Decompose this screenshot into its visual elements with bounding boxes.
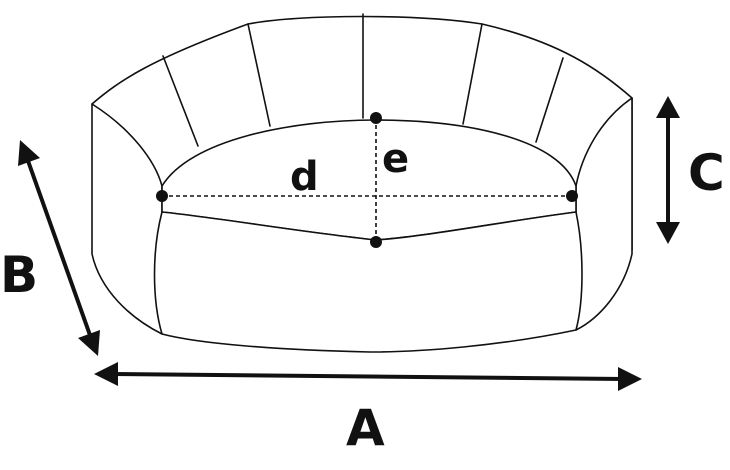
inner-measurements (156, 112, 578, 248)
arrow-left-icon (94, 362, 118, 386)
backrest-seam (535, 57, 564, 143)
arrow-up-icon (18, 140, 40, 166)
arrow-right-icon (618, 367, 642, 391)
dimension-a-line (111, 372, 625, 381)
backrest-seam (462, 23, 483, 125)
arrow-down-icon (78, 330, 100, 356)
label-c: C (688, 144, 725, 202)
arrow-up-icon (656, 96, 680, 118)
label-a: A (346, 399, 385, 457)
arrow-down-icon (656, 222, 680, 244)
dimension-a (94, 362, 642, 391)
backrest-seam (162, 55, 199, 147)
sofa-drawing (91, 13, 633, 353)
label-d: d (290, 154, 319, 200)
measure-dot (370, 112, 382, 124)
measure-dot (156, 190, 168, 202)
dimension-b (18, 140, 100, 356)
measure-dot (566, 190, 578, 202)
dimension-b-line (25, 157, 93, 339)
label-b: B (0, 246, 38, 304)
label-e: e (382, 136, 409, 182)
dimension-c (656, 96, 680, 244)
measure-dot (370, 236, 382, 248)
backrest-seam (247, 23, 271, 127)
